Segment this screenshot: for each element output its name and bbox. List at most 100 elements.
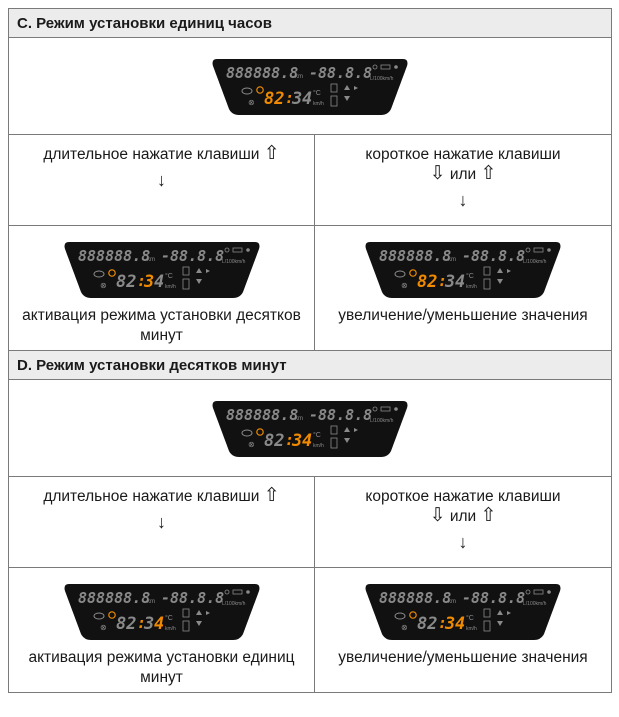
fuel-warning-icon: ⊗ xyxy=(100,623,107,632)
fuel-warning-icon: ⊗ xyxy=(401,623,408,632)
fuel-warning-icon: ⊗ xyxy=(248,98,255,107)
lcd-clock-minutes-tens: 3 xyxy=(143,272,154,292)
triangle-down-icon xyxy=(195,279,202,284)
section-c-left-result-text: активация режима установки десятков мину… xyxy=(22,307,301,344)
lcd-odometer-unit: km xyxy=(147,257,155,263)
pin-icon xyxy=(372,64,378,70)
car-icon xyxy=(232,589,242,595)
fuel-warning-icon: ⊗ xyxy=(401,281,408,290)
arrow-down-thin-icon: ↓ xyxy=(157,512,166,532)
lcd-consumption: -88.8.8 xyxy=(309,406,372,424)
clock-icon xyxy=(256,86,264,94)
lcd-consumption: -88.8.8 xyxy=(161,589,224,607)
lcd-speed-unit: km/h xyxy=(165,284,176,290)
lcd-consumption: -88.8.8 xyxy=(161,247,224,265)
arrow-down-thin-icon: ↓ xyxy=(458,190,468,210)
triangle-down-icon xyxy=(195,621,202,626)
lcd-odometer: 888888.8 xyxy=(78,589,150,607)
lcd-clock-minutes-tens: 3 xyxy=(291,89,302,109)
signal-icon xyxy=(205,611,210,615)
lcd-clock-minutes-tens: 3 xyxy=(444,272,455,292)
long-press-label: длительное нажатие клавиши xyxy=(43,146,260,163)
or-label: или xyxy=(449,508,477,525)
lcd-speed-unit: km/h xyxy=(313,101,324,107)
lcd-clock-minutes-tens: 3 xyxy=(444,614,455,634)
car-icon xyxy=(380,64,391,70)
lcd-odometer: 888888.8 xyxy=(226,406,298,424)
lcd-clock-hours: 82 xyxy=(264,431,284,451)
lcd-odometer-unit: km xyxy=(448,599,456,605)
service-icon xyxy=(394,270,406,278)
arrow-down-outline-icon: ⇩ xyxy=(429,163,446,184)
lcd-consumption-unit: L/100km/h xyxy=(523,601,547,607)
triangle-down-icon xyxy=(344,96,350,101)
battery-icon xyxy=(483,620,491,632)
car-icon xyxy=(380,406,391,412)
lcd-clock-hours: 82 xyxy=(116,272,136,292)
triangle-up-icon xyxy=(497,610,503,615)
lcd-clock-minutes-units: 4 xyxy=(302,431,312,451)
section-c-long-press-cell: длительное нажатие клавиши ⇧ ↓ xyxy=(8,134,315,226)
section-d-left-result-text: активация режима установки единиц минут xyxy=(28,649,295,686)
or-label: или xyxy=(449,166,477,183)
section-c-short-press-cell: короткое нажатие клавиши ⇩ или ⇧ ↓ xyxy=(314,134,612,226)
service-icon xyxy=(394,612,406,620)
triangle-up-icon xyxy=(195,268,202,273)
arrow-down-outline-icon: ⇩ xyxy=(429,505,446,526)
gear-indicator-icon xyxy=(330,83,338,93)
section-d-title: D. Режим установки десятков минут xyxy=(8,350,612,380)
lcd-consumption: -88.8.8 xyxy=(309,64,372,82)
lcd-consumption: -88.8.8 xyxy=(462,589,525,607)
battery-icon xyxy=(182,278,189,290)
clock-icon xyxy=(107,269,116,277)
lcd-temp-unit: °C xyxy=(466,614,474,622)
lcd-clock-colon: : xyxy=(438,614,447,632)
arrow-up-outline-icon: ⇧ xyxy=(263,485,280,506)
pin-icon xyxy=(372,406,378,412)
long-press-label: длительное нажатие клавиши xyxy=(43,488,260,505)
lcd-consumption-unit: L/100km/h xyxy=(222,601,246,607)
service-icon xyxy=(93,612,104,620)
lcd-odometer: 888888.8 xyxy=(78,247,150,265)
lcd-consumption-unit: L/100km/h xyxy=(523,259,547,265)
lcd-clock-colon: : xyxy=(137,272,146,290)
lcd-clock-minutes-units: 4 xyxy=(302,89,312,109)
signal-icon xyxy=(354,428,358,432)
lcd-clock-minutes-tens: 3 xyxy=(291,431,302,451)
lcd-clock-minutes-tens: 3 xyxy=(143,614,154,634)
triangle-up-icon xyxy=(497,268,503,273)
pin-icon xyxy=(224,247,229,253)
lcd-clock-minutes-units: 4 xyxy=(455,272,465,292)
lcd-bezel xyxy=(365,584,561,640)
arrow-up-outline-icon: ⇧ xyxy=(480,505,497,526)
lcd-odometer-unit: km xyxy=(295,416,303,422)
lcd-temp-unit: °C xyxy=(313,431,321,439)
lcd-odometer: 888888.8 xyxy=(379,247,451,265)
pin-icon xyxy=(525,589,531,595)
signal-icon xyxy=(507,269,511,273)
lcd-temp-unit: °C xyxy=(165,614,173,622)
car-icon xyxy=(533,589,544,595)
battery-icon xyxy=(330,95,338,107)
lcd-temp-unit: °C xyxy=(313,89,321,97)
gear-indicator-icon xyxy=(483,266,491,276)
clock-icon xyxy=(409,269,417,277)
service-icon xyxy=(241,87,253,95)
lcd-speed-unit: km/h xyxy=(165,626,176,632)
short-press-label: короткое нажатие клавиши xyxy=(365,146,561,163)
gear-indicator-icon xyxy=(483,608,491,618)
lcd-consumption: -88.8.8 xyxy=(462,247,525,265)
lcd-consumption-unit: L/100km/h xyxy=(370,76,394,82)
bluetooth-icon xyxy=(394,407,398,411)
arrow-up-outline-icon: ⇧ xyxy=(263,143,280,164)
lcd-clock-hours: 82 xyxy=(417,614,437,634)
lcd-clock-hours: 82 xyxy=(116,614,136,634)
signal-icon xyxy=(205,269,210,273)
